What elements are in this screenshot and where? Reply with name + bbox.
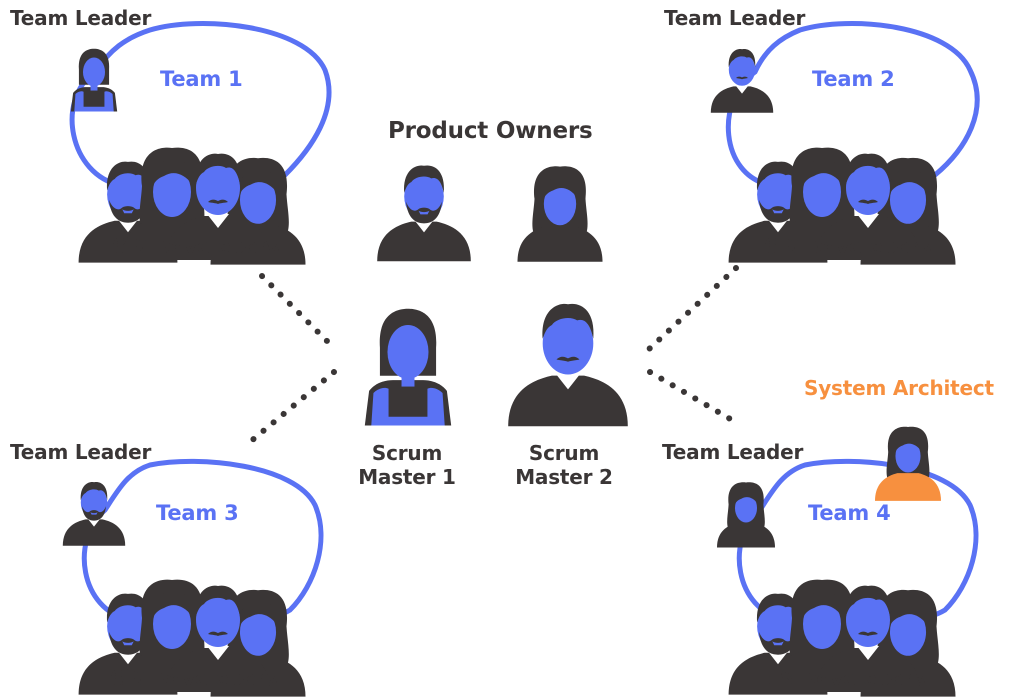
connector-team-3: [247, 369, 337, 445]
team-2-developers-label: 6-9 Developers: [764, 234, 932, 258]
system-architect-label: System Architect: [804, 376, 994, 400]
scrum-master-1-avatar: [364, 308, 452, 426]
scrum-master-2-label: Scrum Master 2: [508, 441, 620, 489]
product-owner-2-avatar: [517, 166, 603, 262]
team-4-leader-avatar: [717, 482, 775, 548]
team-3-developers-label: 6-9 Developers: [110, 666, 278, 690]
team-2-name: Team 2: [812, 67, 895, 91]
team-1-loop: [69, 21, 332, 195]
team-2-leader-label: Team Leader: [664, 6, 806, 30]
scrum-master-1-line1: Scrum: [371, 441, 443, 465]
team-3-loop: [81, 458, 324, 629]
product-owners-label: Product Owners: [388, 118, 593, 144]
scrum-master-1-line2: Master 1: [358, 465, 456, 489]
team-1-name: Team 1: [160, 67, 243, 91]
team-4-developers-label: 5-8 Developers: [758, 666, 926, 690]
team-2-loop: [725, 21, 980, 195]
connector-team-2: [645, 265, 739, 353]
team-1-leader-label: Team Leader: [10, 6, 152, 30]
team-4-leader-label: Team Leader: [662, 440, 804, 464]
team-4-name: Team 4: [808, 501, 891, 525]
team-1-leader-avatar: [70, 48, 118, 112]
connector-team-1: [259, 273, 339, 353]
connector-team-4: [647, 369, 735, 423]
team-3-name: Team 3: [156, 501, 239, 525]
product-owner-1-avatar: [377, 165, 471, 261]
scrum-master-2-avatar: [508, 304, 628, 426]
scrum-master-2-line2: Master 2: [515, 465, 613, 489]
team-1-developers-label: 6-9 Developers: [112, 234, 280, 258]
scrum-master-1-label: Scrum Master 1: [352, 441, 462, 489]
team-3-leader-label: Team Leader: [10, 440, 152, 464]
scrum-master-2-line1: Scrum: [528, 441, 600, 465]
